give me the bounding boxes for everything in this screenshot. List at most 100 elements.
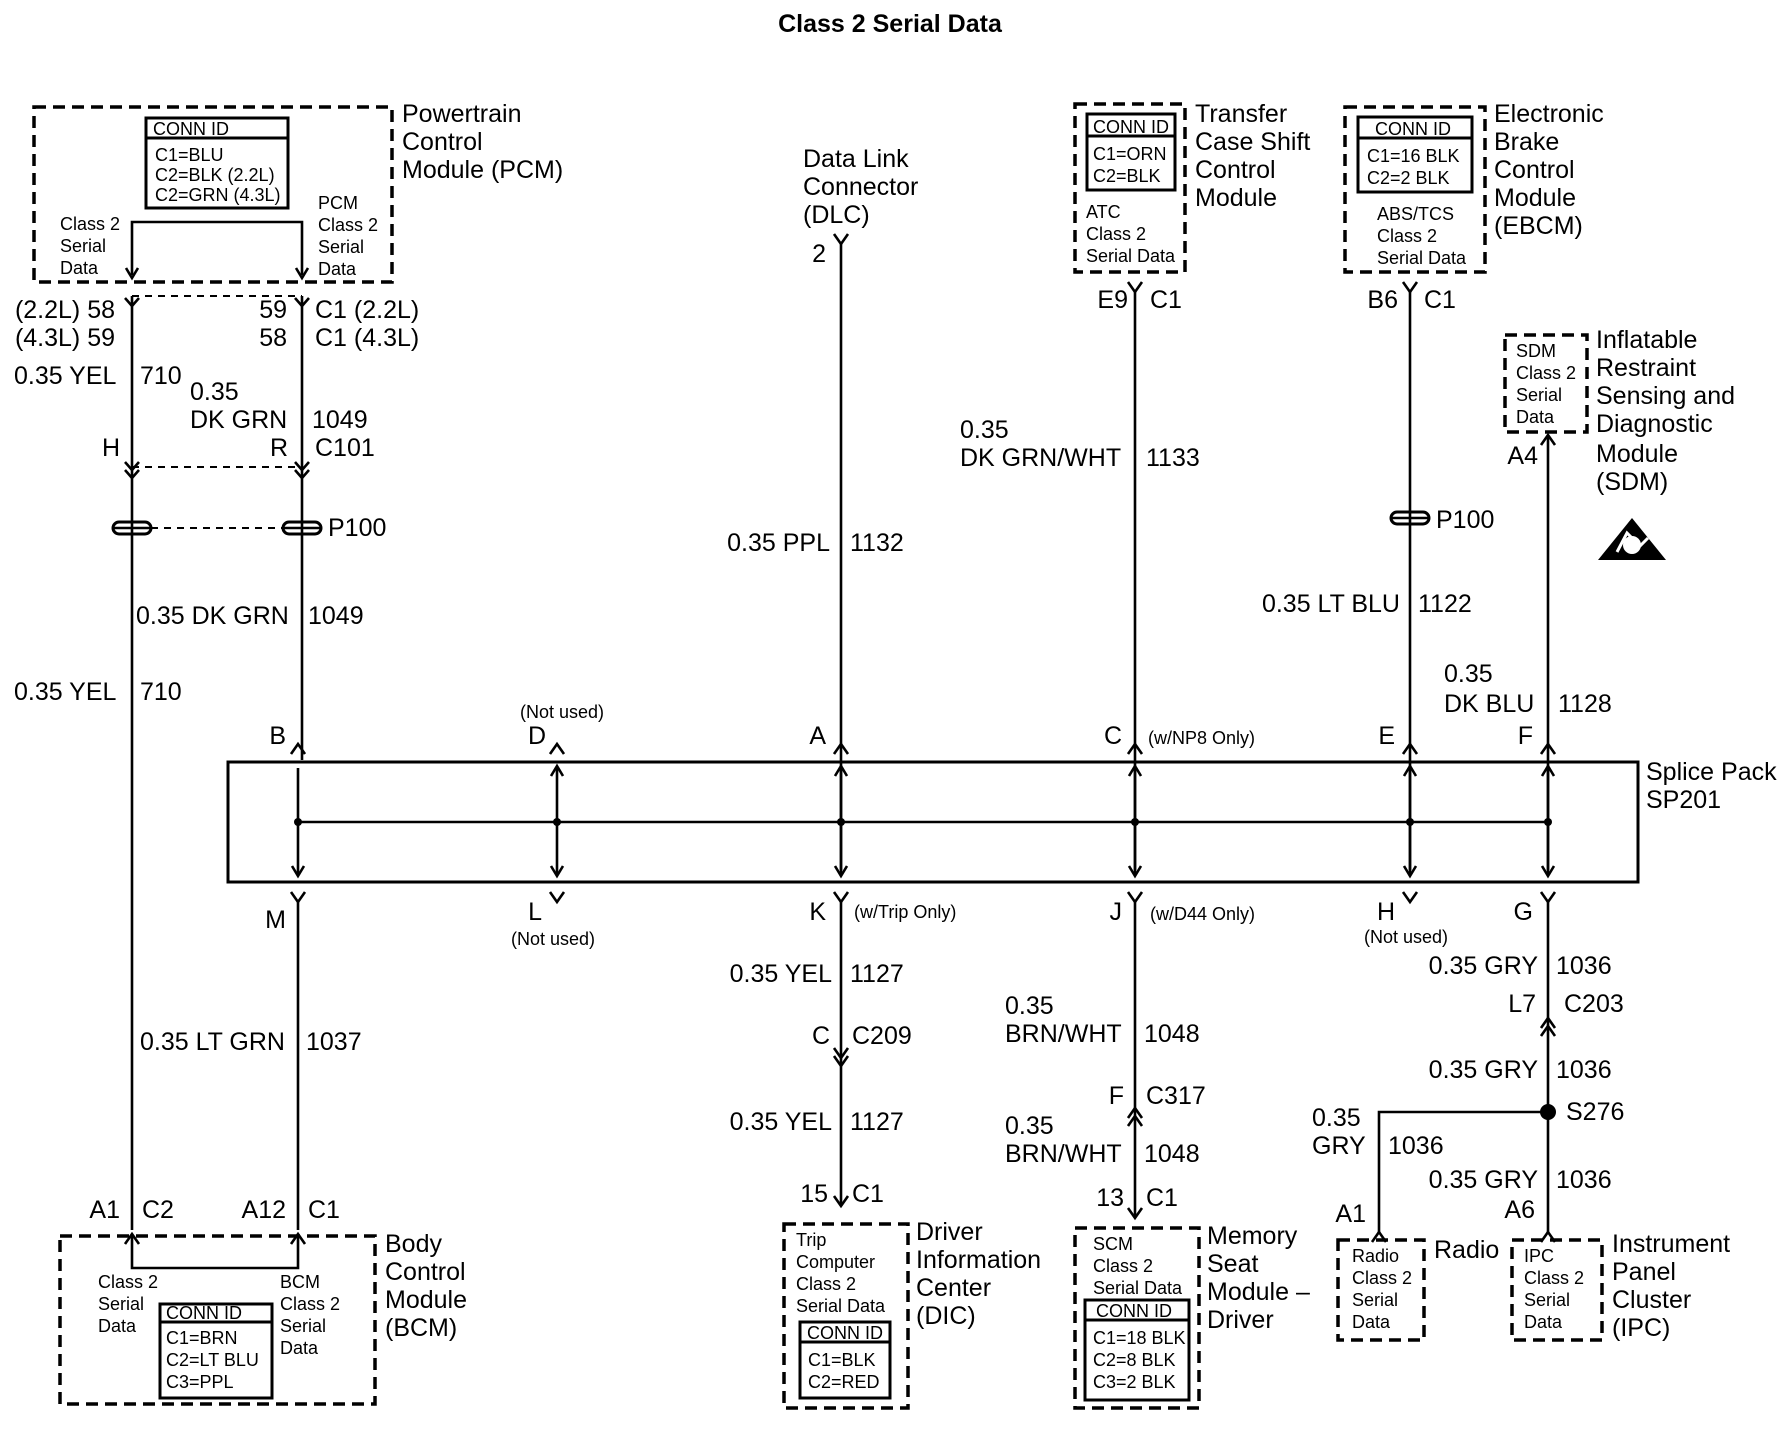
- dic-conn: C1: [852, 1180, 884, 1208]
- dic-name-4: (DIC): [916, 1302, 976, 1330]
- radio-name: Radio: [1434, 1236, 1499, 1264]
- pcm-name-line3: Module (PCM): [402, 156, 563, 184]
- sp-pin-g-arrow: [1539, 891, 1557, 905]
- wire-1049-color-1: 0.35: [190, 378, 239, 406]
- ebcm-label-2: Class 2: [1377, 226, 1437, 246]
- wire-1132-color: 0.35 PPL: [727, 529, 830, 557]
- bcm-pin-l: A1: [89, 1196, 120, 1224]
- sdm-pin: A4: [1507, 442, 1538, 470]
- p100-left: [111, 520, 323, 536]
- radio-label-2: Class 2: [1352, 1268, 1412, 1288]
- sp-pin-h-arrow: [1401, 891, 1419, 905]
- ebcm-name-3: Control: [1494, 156, 1575, 184]
- bcm-left-label-2: Serial: [98, 1294, 144, 1314]
- radio-wire-color-1: 0.35: [1312, 1104, 1361, 1132]
- wire-1127-circuit-2: 1127: [850, 1108, 904, 1136]
- c101-label: C101: [315, 434, 375, 462]
- sp-j-note: (w/D44 Only): [1150, 904, 1255, 924]
- wire-1128-circuit: 1128: [1558, 690, 1612, 718]
- dic-label-3: Class 2: [796, 1274, 856, 1294]
- ipc-label-3: Serial: [1524, 1290, 1570, 1310]
- ipc-name-4: (IPC): [1612, 1314, 1670, 1342]
- dic-conn-id-c2: C2=RED: [808, 1372, 880, 1392]
- dic-conn-id-c1: C1=BLK: [808, 1350, 876, 1370]
- radio-label-4: Data: [1352, 1312, 1391, 1332]
- wire-1133-color-1: 0.35: [960, 416, 1009, 444]
- tccm-name-2: Case Shift: [1195, 128, 1310, 156]
- dic-pin: 15: [800, 1180, 828, 1208]
- msm-conn-id-c3: C3=2 BLK: [1093, 1372, 1176, 1392]
- bcm-name-1: Body: [385, 1230, 442, 1258]
- msm-module: SCM Class 2 Serial Data CONN ID C1=18 BL…: [1073, 1226, 1201, 1410]
- tccm-name-1: Transfer: [1195, 100, 1287, 128]
- ipc-name-1: Instrument: [1612, 1230, 1730, 1258]
- sp-pin-j-arrow: [1126, 891, 1144, 905]
- tccm-conn: C1: [1150, 286, 1182, 314]
- ipc-pin: A6: [1504, 1196, 1535, 1224]
- wire-1037-color: 0.35 LT GRN: [140, 1028, 285, 1056]
- msm-conn: C1: [1146, 1184, 1178, 1212]
- pcm-left-label-2: Serial: [60, 236, 106, 256]
- msm-name-3: Module –: [1207, 1278, 1310, 1306]
- s276-splice: [1540, 1104, 1556, 1120]
- sp-pin-j: J: [1110, 898, 1123, 926]
- ebcm-name-5: (EBCM): [1494, 212, 1583, 240]
- wire-1036-color-3: 0.35 GRY: [1429, 1166, 1539, 1194]
- pcm-right-label-3: Serial: [318, 237, 364, 257]
- dlc-name-1: Data Link: [803, 145, 909, 173]
- wire-1036-color-2: 0.35 GRY: [1429, 1056, 1539, 1084]
- wire-1122-color: 0.35 LT BLU: [1262, 590, 1400, 618]
- radio-module: Radio Class 2 Serial Data: [1336, 1238, 1426, 1342]
- wire-1048-circuit-1: 1048: [1144, 1020, 1200, 1048]
- ebcm-module: CONN ID C1=16 BLK C2=2 BLK ABS/TCS Class…: [1343, 105, 1487, 274]
- sp-pin-g: G: [1514, 898, 1533, 926]
- ebcm-conn: C1: [1424, 286, 1456, 314]
- bcm-conn-id-c1: C1=BRN: [166, 1328, 238, 1348]
- c209-pin: C: [812, 1022, 830, 1050]
- msm-label-3: Serial Data: [1093, 1278, 1183, 1298]
- tccm-module: CONN ID C1=ORN C2=BLK ATC Class 2 Serial…: [1073, 102, 1187, 274]
- sp-pin-c: C: [1104, 722, 1122, 750]
- bcm-module: CONN ID C1=BRN C2=LT BLU C3=PPL Class 2 …: [58, 1231, 377, 1406]
- wire-1127-circuit-1: 1127: [850, 960, 904, 988]
- splice-pack-sp201: [226, 760, 1640, 884]
- pcm-left-label-1: Class 2: [60, 214, 120, 234]
- pcm-pin-r2: 58: [259, 324, 287, 352]
- sdm-name-3: Sensing and: [1596, 382, 1735, 410]
- msm-pin: 13: [1096, 1184, 1124, 1212]
- msm-label-2: Class 2: [1093, 1256, 1153, 1276]
- msm-label-1: SCM: [1093, 1234, 1133, 1254]
- bcm-right-label-4: Data: [280, 1338, 319, 1358]
- sp-pin-f: F: [1518, 722, 1533, 750]
- ebcm-p100-label: P100: [1436, 506, 1494, 534]
- sp-pin-k-arrow: [832, 891, 850, 905]
- wire-1049-color-lower: 0.35 DK GRN: [136, 602, 289, 630]
- dic-name-3: Center: [916, 1274, 991, 1302]
- c317-pin: F: [1109, 1082, 1124, 1110]
- tccm-conn-id-c2: C2=BLK: [1093, 166, 1161, 186]
- wire-1036-circuit-3: 1036: [1556, 1166, 1612, 1194]
- pcm-pin-r1-conn: C1 (2.2L): [315, 296, 419, 324]
- bcm-pin-r: A12: [242, 1196, 286, 1224]
- diagram-title: Class 2 Serial Data: [778, 10, 1003, 38]
- ebcm-name-2: Brake: [1494, 128, 1559, 156]
- wire-710-color: 0.35 YEL: [14, 362, 117, 390]
- wire-1128-color-1: 0.35: [1444, 660, 1493, 688]
- dlc-name-2: Connector: [803, 173, 918, 201]
- wire-1049-circuit: 1049: [312, 406, 368, 434]
- pcm-conn-id-c2-43: C2=GRN (4.3L): [155, 185, 281, 205]
- sp-k-note: (w/Trip Only): [854, 902, 956, 922]
- wire-1048-color-1b: BRN/WHT: [1005, 1020, 1122, 1048]
- wire-1127-color-2: 0.35 YEL: [730, 1108, 833, 1136]
- sp-pin-m: M: [265, 906, 286, 934]
- wire-1036-circuit-1: 1036: [1556, 952, 1612, 980]
- bcm-name-2: Control: [385, 1258, 466, 1286]
- sdm-label-4: Data: [1516, 407, 1555, 427]
- tccm-label-2: Class 2: [1086, 224, 1146, 244]
- radio-label-1: Radio: [1352, 1246, 1399, 1266]
- sp-d-not-used: (Not used): [520, 702, 604, 722]
- pcm-left-label-3: Data: [60, 258, 99, 278]
- wire-710-circuit-lower: 710: [140, 678, 182, 706]
- sdm-name-1: Inflatable: [1596, 326, 1697, 354]
- airbag-warning-icon: [1598, 518, 1666, 560]
